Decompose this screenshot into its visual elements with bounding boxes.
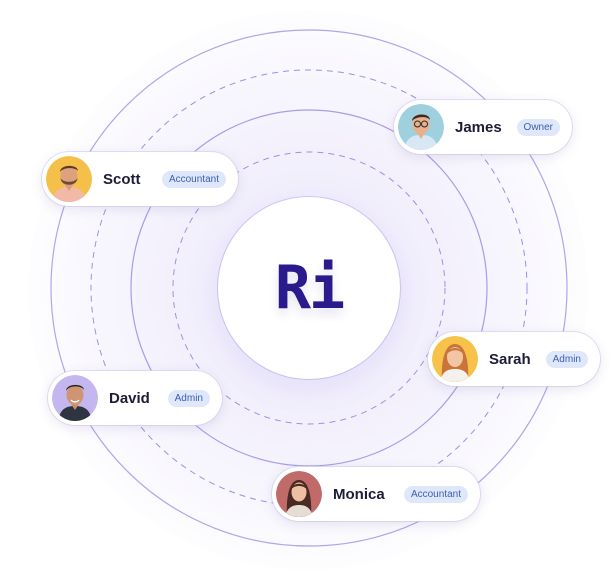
member-name: James bbox=[455, 118, 502, 136]
orbit-ring-outer bbox=[50, 29, 568, 547]
member-name: David bbox=[109, 389, 150, 407]
member-name: Monica bbox=[333, 485, 385, 503]
avatar-woman-brown-hair-icon bbox=[276, 471, 322, 517]
avatar-man-glasses-icon bbox=[398, 104, 444, 150]
avatar-woman-red-hair-icon bbox=[432, 336, 478, 382]
role-badge: Admin bbox=[545, 350, 588, 368]
brand-logo-circle: Ri bbox=[218, 197, 400, 379]
orbit-ring-inner bbox=[130, 109, 488, 467]
role-badge: Admin bbox=[167, 389, 210, 407]
member-card-sarah[interactable]: Sarah Admin bbox=[428, 332, 600, 386]
member-name: Sarah bbox=[489, 350, 531, 368]
avatar-man-smiling-icon bbox=[52, 375, 98, 421]
avatar-man-beard-icon bbox=[46, 156, 92, 202]
role-badge: Accountant bbox=[403, 485, 468, 503]
member-card-david[interactable]: David Admin bbox=[48, 371, 222, 425]
role-badge: Accountant bbox=[161, 170, 226, 188]
role-badge: Owner bbox=[516, 118, 560, 136]
brand-logo: Ri bbox=[274, 253, 345, 323]
member-card-james[interactable]: James Owner bbox=[394, 100, 572, 154]
member-name: Scott bbox=[103, 170, 141, 188]
orbit-ring-dashed-inner bbox=[172, 151, 446, 425]
member-card-monica[interactable]: Monica Accountant bbox=[272, 467, 480, 521]
member-card-scott[interactable]: Scott Accountant bbox=[42, 152, 238, 206]
